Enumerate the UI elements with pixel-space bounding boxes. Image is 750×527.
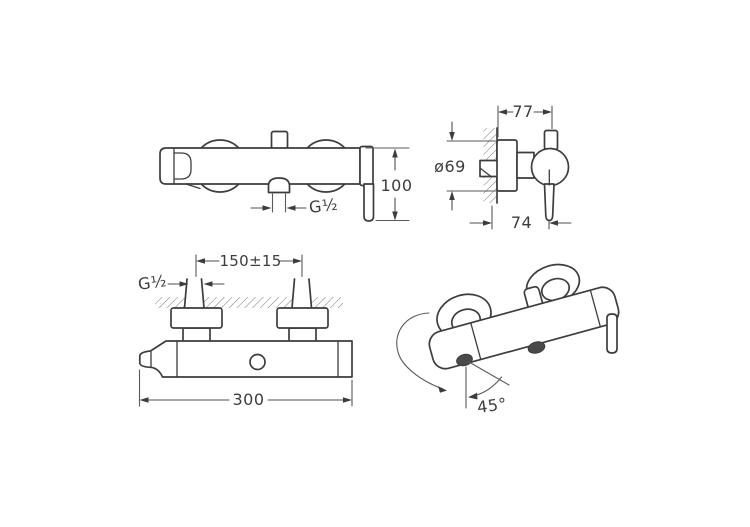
spout-cap-detail — [173, 152, 192, 180]
thread-size-label: G½ — [308, 195, 339, 217]
view-side-elevation: G½ 100 — [159, 130, 412, 222]
handle-lever-profile — [543, 183, 555, 222]
dim-overall-width: 300 — [138, 369, 353, 409]
diverter-knob-profile — [543, 129, 559, 151]
body-end-cap — [359, 145, 374, 187]
dim-handle-reach: 74 — [469, 205, 572, 232]
neck-right — [288, 327, 317, 343]
neck-left — [182, 327, 211, 343]
outlet-port — [267, 177, 291, 194]
flange-side — [496, 139, 518, 192]
cap-screw-circle — [249, 353, 266, 371]
cartridge-circle — [530, 147, 570, 187]
view-side-profile: 77 ø69 74 — [434, 102, 572, 232]
dim-thread-size: G½ — [250, 193, 339, 217]
flange-diameter-label: ø69 — [434, 157, 466, 176]
handle-lever — [363, 183, 375, 222]
escutcheon-right — [276, 307, 329, 329]
wall-distance-label: 77 — [512, 102, 533, 121]
view-front-elevation: 150±15 G½ 300 — [137, 252, 353, 409]
inlet-centers-label: 150±15 — [219, 252, 281, 270]
escutcheon-left — [170, 307, 223, 329]
swivel-arc — [396, 312, 447, 393]
handle-reach-label: 74 — [511, 213, 532, 232]
overall-width-label: 300 — [232, 390, 264, 409]
mixer-body-outline — [159, 147, 361, 185]
height-label: 100 — [380, 176, 412, 195]
swivel-outlet-3d — [456, 353, 473, 367]
outlet-3d — [527, 341, 546, 354]
dim-thread-size-front: G½ — [137, 271, 225, 294]
dim-height: 100 — [365, 147, 412, 222]
wall-hatch-front — [155, 297, 343, 308]
thread-size-front-label: G½ — [137, 271, 168, 294]
dim-wall-distance: 77 — [497, 102, 553, 138]
angle-arc: 45° — [465, 361, 510, 417]
inlet-pipe-left — [183, 278, 205, 309]
handle-lever-3d — [606, 313, 618, 354]
view-perspective: 45° — [396, 263, 620, 417]
swivel-angle-label: 45° — [476, 394, 508, 417]
diverter-knob — [270, 130, 289, 150]
dim-inlet-centers: 150±15 — [195, 252, 303, 278]
mixer-body-front — [138, 340, 353, 378]
inlet-pipe-right — [291, 278, 313, 309]
dim-flange-diameter: ø69 — [434, 121, 497, 211]
